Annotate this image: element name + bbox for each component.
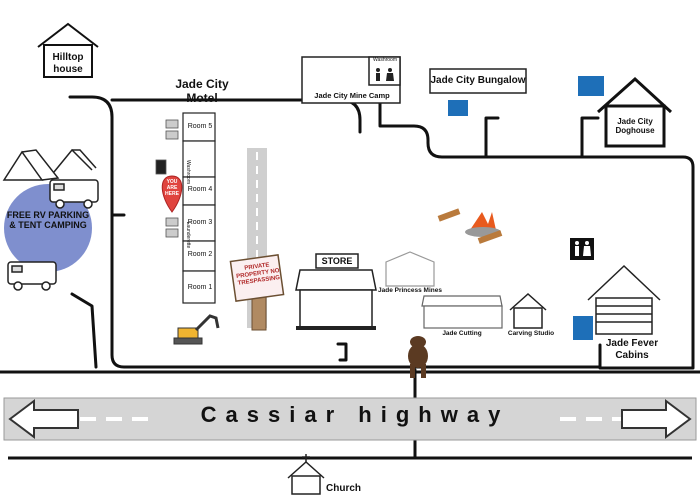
motel-building — [182, 112, 216, 304]
carving-studio-label: Carving Studio — [507, 330, 555, 337]
highway — [0, 370, 700, 460]
arrow-left-icon — [8, 399, 79, 439]
path-hilltop — [68, 95, 602, 369]
jade-cutting-label: Jade Cutting — [442, 330, 482, 337]
princess-mines-label: Jade Princess Mines — [378, 287, 442, 294]
mine-camp-washroom-label: Washroom — [373, 57, 397, 63]
room-2-label: Room 2 — [187, 251, 213, 258]
room-5-label: Room 5 — [187, 123, 213, 130]
restroom-icon — [376, 68, 394, 81]
bungalow-building — [429, 68, 527, 94]
room-4-label: Room 4 — [187, 186, 213, 193]
carving-studio-building — [509, 292, 547, 329]
excavator-icon — [173, 314, 220, 345]
hilltop-house-label: Hilltop house — [52, 52, 84, 75]
arrow-right-icon — [621, 399, 692, 439]
store-icon — [295, 253, 377, 330]
mine-camp-building — [301, 56, 401, 104]
church-label: Church — [326, 483, 361, 494]
rv-icon — [7, 179, 99, 291]
restroom-icon — [570, 238, 594, 260]
mine-camp-label: Jade City Mine Camp — [314, 91, 390, 100]
church-icon — [287, 454, 325, 495]
washroom-vertical-label: Washroom — [185, 160, 191, 184]
parking-icon — [448, 76, 604, 340]
room-1-label: Room 1 — [187, 284, 213, 291]
map-pin-icon — [161, 175, 183, 213]
princess-mines-building — [385, 251, 435, 287]
tent-icon — [2, 148, 97, 181]
store-label: STORE — [321, 256, 353, 266]
bungalow-label: Jade City Bungalow — [430, 75, 526, 86]
rv-parking-area — [4, 184, 92, 272]
laundry-vertical-label: Launderette — [185, 221, 191, 249]
highway-label: Cassiar highway — [200, 402, 510, 427]
house-icon — [37, 22, 99, 78]
path-left-spur — [70, 292, 98, 369]
private-property-sign — [229, 254, 285, 331]
rv-parking-label: FREE RV PARKING & TENT CAMPING — [6, 210, 90, 231]
you-are-here-label: YOU ARE HERE — [165, 179, 179, 197]
motel-room-icons — [155, 119, 179, 238]
path-store — [336, 342, 348, 362]
campfire-icon — [437, 208, 503, 244]
path-top-road — [378, 124, 695, 370]
fever-cabins-label: Jade Fever Cabins — [605, 338, 659, 361]
room-3-label: Room 3 — [187, 219, 213, 226]
bear-icon — [408, 336, 428, 378]
doghouse-label: Jade City Doghouse — [615, 117, 655, 136]
path-bungalow — [484, 116, 500, 159]
doghouse-building — [597, 76, 673, 148]
jade-cutting-building — [421, 295, 503, 329]
path-doghouse — [580, 116, 600, 159]
cabin-icon — [587, 264, 661, 335]
motel-title: Jade City Motel — [175, 77, 229, 105]
